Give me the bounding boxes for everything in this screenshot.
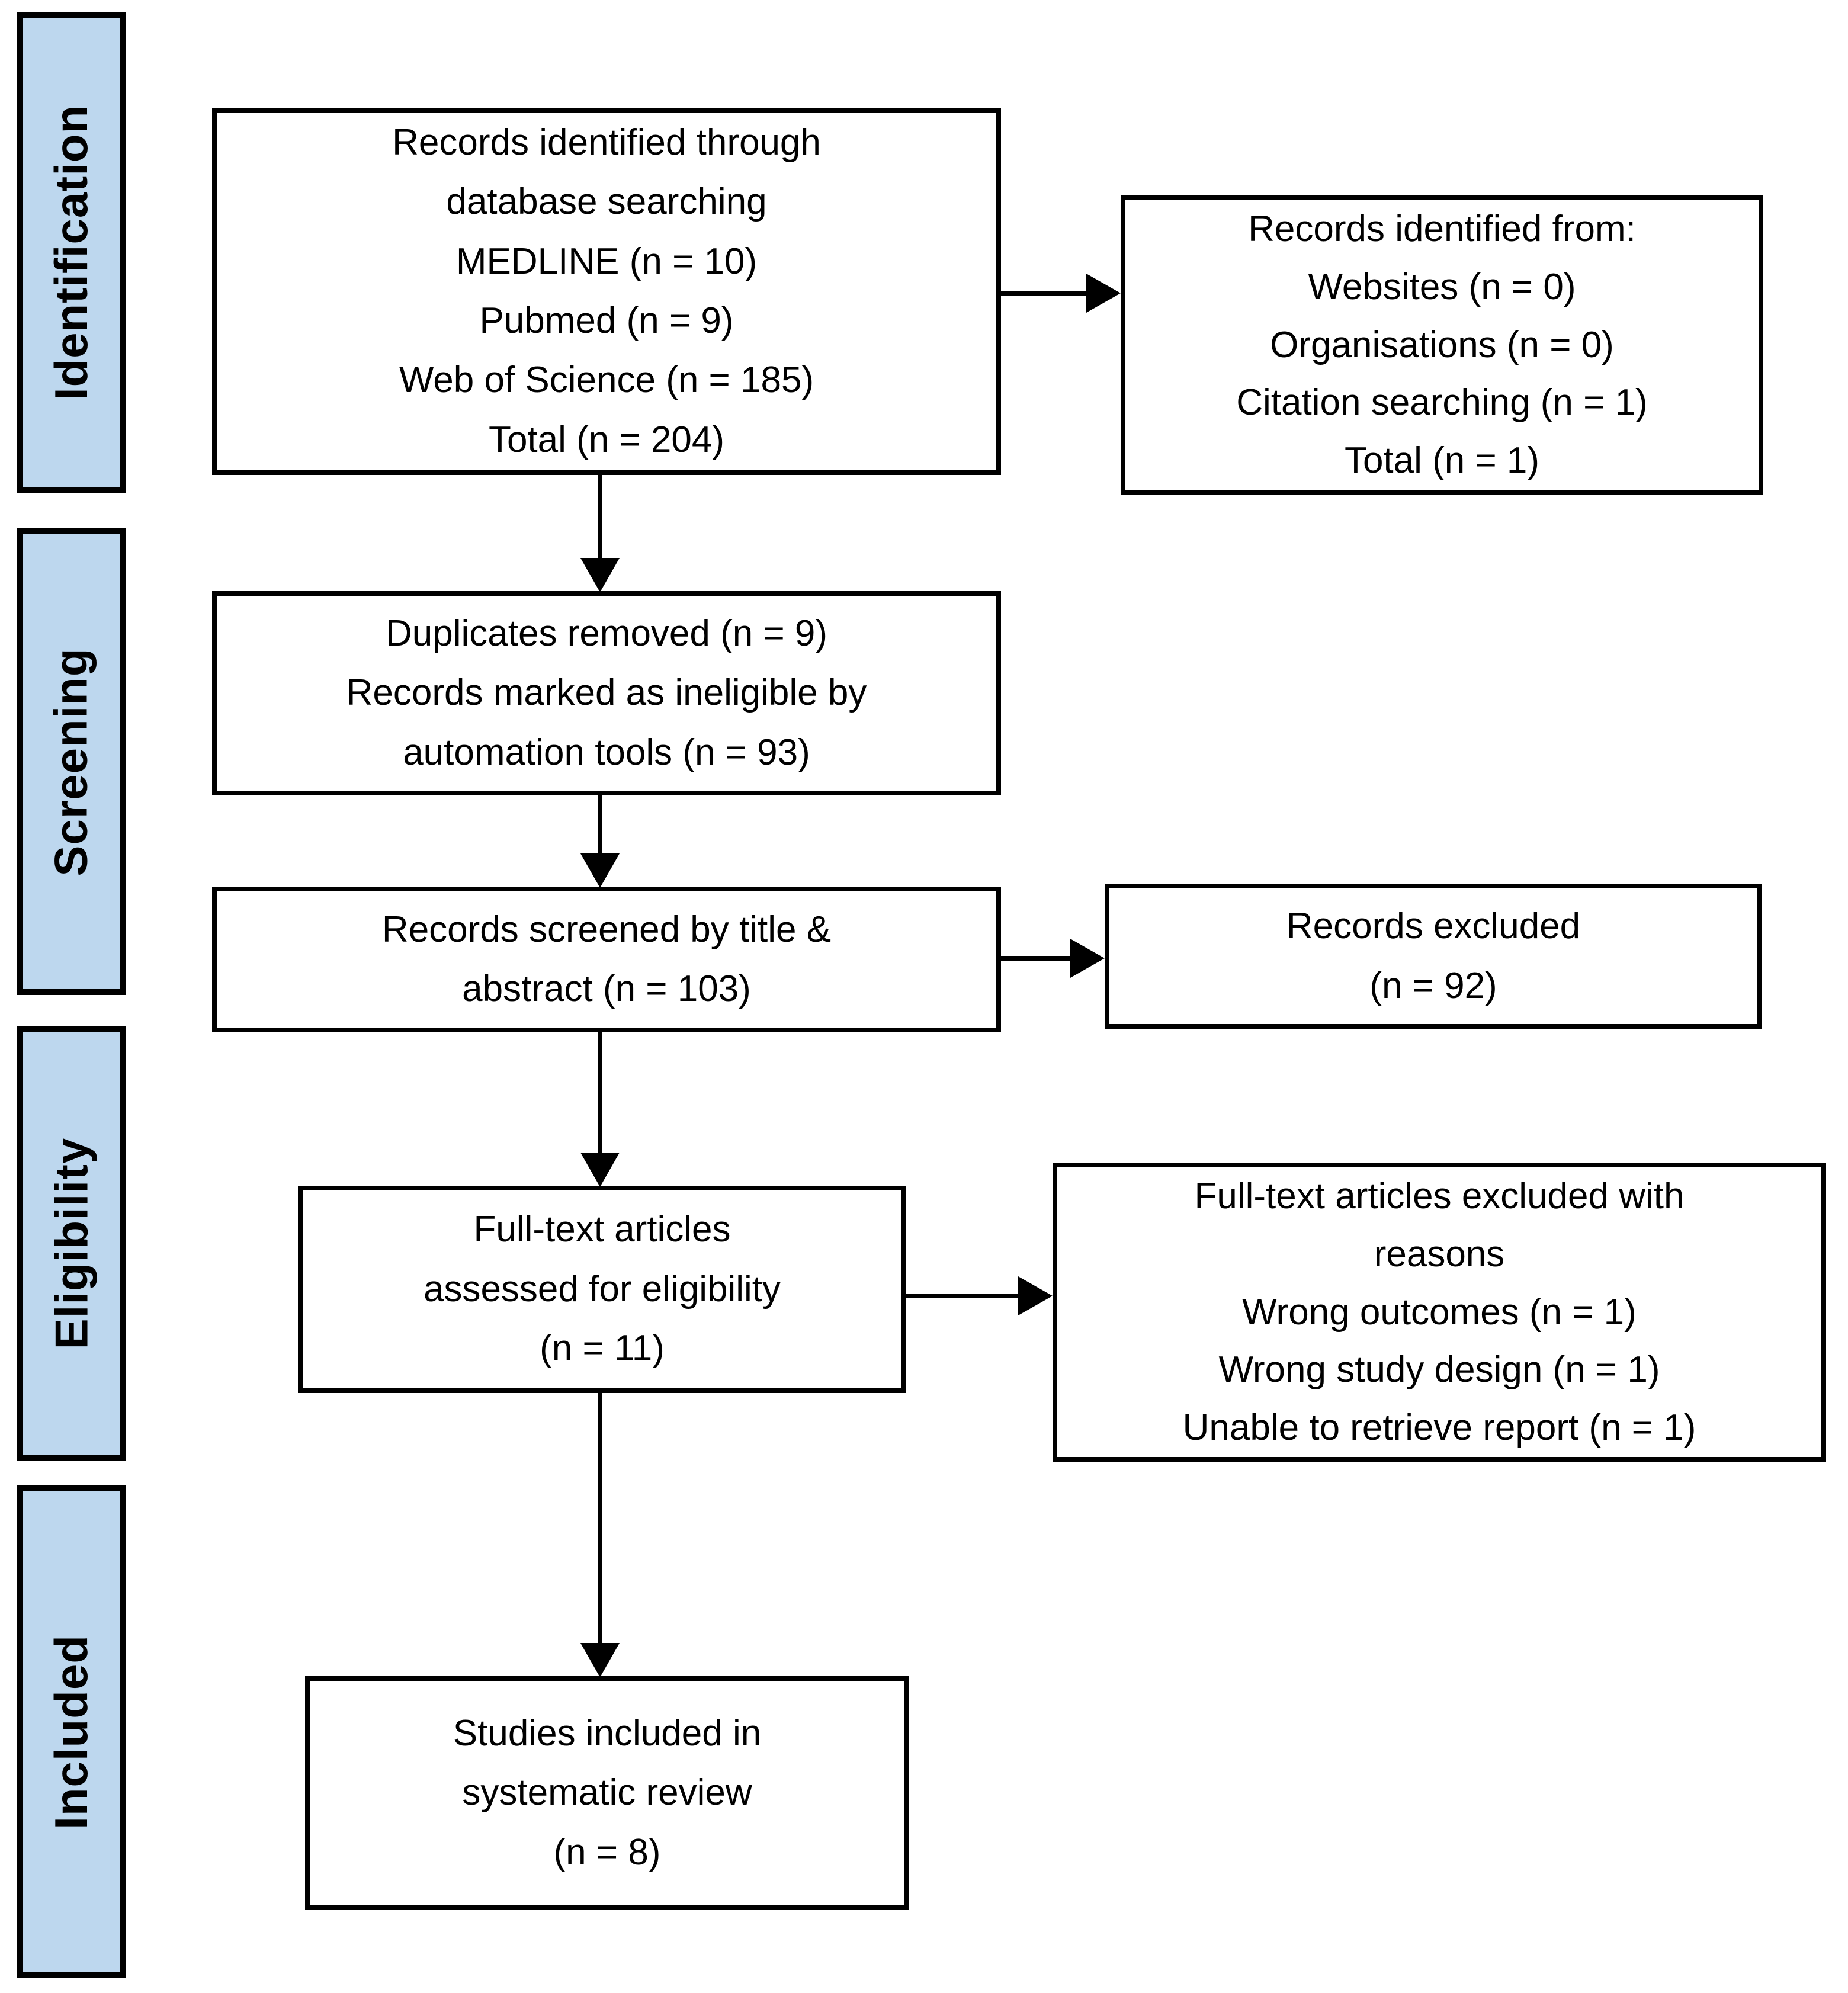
box-studies-included-text: Studies included in systematic review (n… (453, 1712, 762, 1873)
arrow-duplicates-to-screened (598, 795, 602, 855)
stage-band-identification: Identification (17, 12, 126, 493)
arrow-identified-to-duplicates (598, 475, 602, 559)
arrow-fulltext-to-excluded (906, 1294, 1019, 1298)
box-duplicates-removed-text: Duplicates removed (n = 9) Records marke… (346, 612, 867, 773)
box-records-identified-other-sources-text: Records identified from: Websites (n = 0… (1236, 208, 1648, 482)
arrow-fulltext-to-included (598, 1393, 602, 1644)
box-records-screened: Records screened by title & abstract (n … (212, 887, 1001, 1032)
box-fulltext-assessed: Full-text articles assessed for eligibil… (298, 1186, 906, 1393)
arrow-screened-to-fulltext (598, 1032, 602, 1154)
stage-label-screening: Screening (45, 647, 98, 877)
box-fulltext-excluded-text: Full-text articles excluded with reasons… (1182, 1175, 1696, 1449)
box-fulltext-assessed-text: Full-text articles assessed for eligibil… (423, 1209, 781, 1369)
box-fulltext-excluded: Full-text articles excluded with reasons… (1053, 1163, 1826, 1462)
box-records-identified-other-sources: Records identified from: Websites (n = 0… (1121, 195, 1763, 495)
box-records-screened-text: Records screened by title & abstract (n … (381, 909, 832, 1009)
box-records-identified-database-text: Records identified through database sear… (392, 121, 821, 460)
arrow-identified-to-other-sources (1001, 291, 1087, 296)
arrow-screened-to-excluded (1001, 956, 1071, 961)
box-records-excluded-text: Records excluded (n = 92) (1286, 906, 1581, 1006)
box-records-identified-database: Records identified through database sear… (212, 108, 1001, 475)
stage-label-identification: Identification (45, 104, 97, 400)
stage-band-eligibility: Eligibility (17, 1026, 126, 1461)
stage-label-eligibility: Eligibility (45, 1137, 98, 1350)
box-records-excluded: Records excluded (n = 92) (1105, 884, 1762, 1029)
box-studies-included: Studies included in systematic review (n… (305, 1676, 909, 1910)
stage-label-included: Included (45, 1634, 97, 1830)
box-duplicates-removed: Duplicates removed (n = 9) Records marke… (212, 591, 1001, 795)
stage-band-included: Included (17, 1485, 126, 1978)
stage-band-screening: Screening (17, 528, 126, 995)
